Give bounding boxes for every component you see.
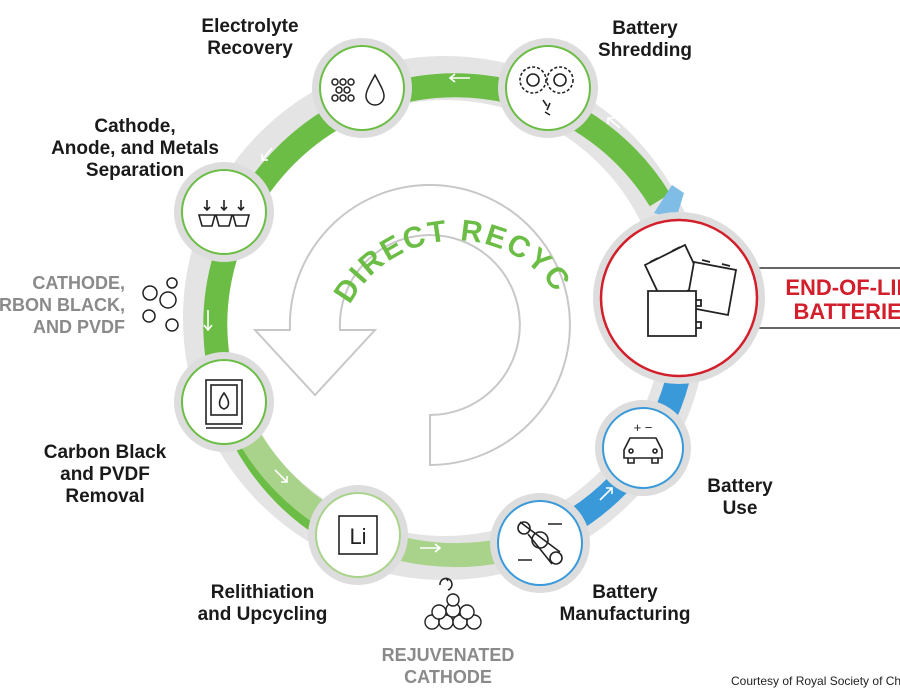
svg-text:Li: Li [349,524,366,549]
label-end-of-life: END-OF-LIFEBATTERIES [785,275,900,324]
label-cathode-mix: CATHODE,CARBON BLACK,AND PVDF [0,273,125,337]
node-shredding [498,38,598,138]
shredder-gears-icon [519,66,574,116]
ring-arrows [203,73,621,553]
refresh-icon [439,577,453,591]
node-separation [174,162,274,262]
rejuvenated-cathode-icon [424,577,482,630]
node-carbon-removal [174,352,274,452]
blue-connector-top [654,185,684,219]
car-icon: + − [623,420,663,464]
node-battery-use: + − [595,400,691,496]
particles-drop-icon [331,73,385,106]
credit-text: Courtesy of Royal Society of Chemistry [731,674,900,688]
svg-text:+ −: + − [634,420,653,435]
cathode-particles-icon [142,277,179,332]
separation-bins-icon [197,200,251,227]
node-electrolyte [312,38,412,138]
node-relithiation: Li [308,485,408,585]
conveyor-icon [517,521,563,565]
central-cycle-arrow [252,184,571,467]
furnace-flame-icon [205,379,243,429]
node-manufacturing [490,493,590,593]
lithium-element-icon: Li [338,515,378,555]
node-end-of-life [593,212,900,384]
batteries-icon [643,243,738,337]
